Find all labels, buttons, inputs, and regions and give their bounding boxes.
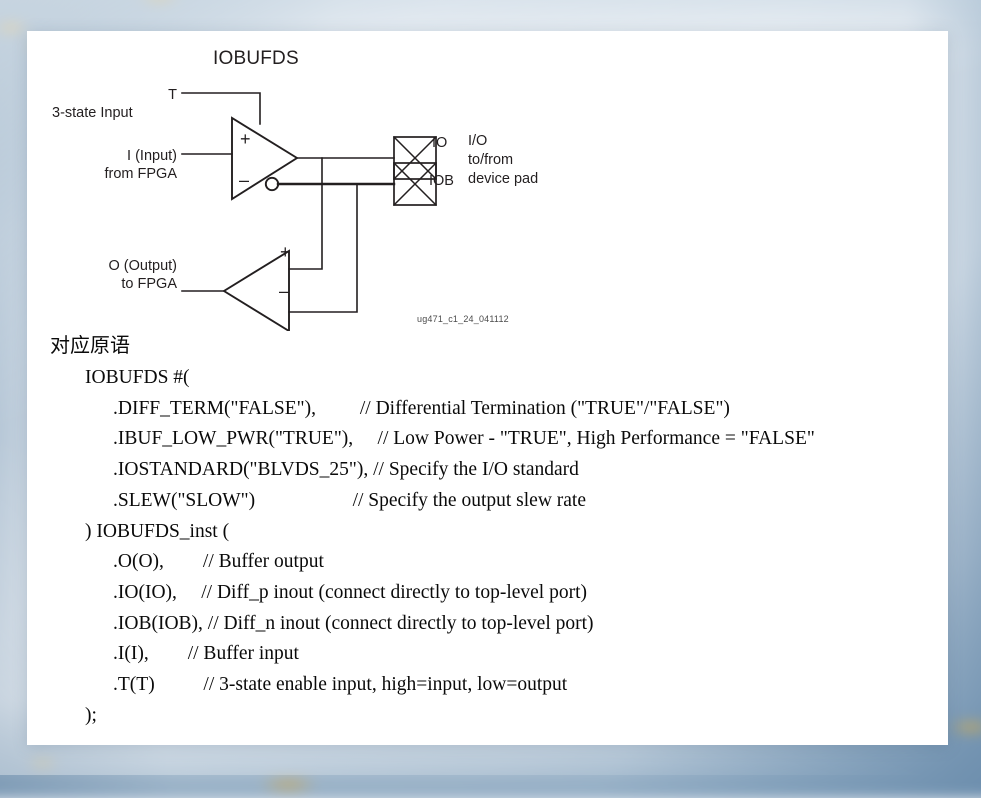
code-line: .IBUF_LOW_PWR("TRUE"), // Low Power - "T… [113, 428, 815, 450]
output-buffer-triangle [231, 116, 299, 201]
figure-label-i: I (Input) [127, 148, 177, 164]
figure-label-o-sub: to FPGA [121, 276, 177, 292]
figure-label-t-sub: 3-state Input [52, 105, 133, 121]
figure-caption-id: ug471_c1_24_041112 [417, 314, 509, 324]
figure-title: IOBUFDS [213, 48, 299, 69]
code-line: ); [85, 704, 97, 726]
figure-sign-minus-top: – [239, 170, 250, 190]
inverting-bubble [264, 176, 280, 192]
code-line: .IO(IO), // Diff_p inout (connect direct… [113, 581, 588, 603]
figure-label-i-sub: from FPGA [104, 166, 177, 182]
figure-sign-plus-top: + [240, 129, 251, 149]
code-line: IOBUFDS #( [85, 367, 190, 388]
figure-label-pad-note-3: device pad [468, 171, 539, 187]
code-line: .SLEW("SLOW") // Specify the output slew… [113, 489, 586, 511]
wire-iob-feedback-to-inbuf-minus [288, 183, 358, 313]
figure-label-pad-note-2: to/from [468, 152, 514, 168]
iobufds-figure: IOBUFDS T 3-state Input I (Input) from F… [27, 31, 948, 331]
figure-label-pad-note-1: I/O [468, 133, 488, 149]
input-buffer-triangle [222, 249, 290, 331]
code-line: .I(I), // Buffer input [113, 643, 299, 665]
verilog-code-block: IOBUFDS #( .DIFF_TERM("FALSE"), // Differ… [27, 363, 948, 731]
code-line: .O(O), // Buffer output [113, 551, 324, 573]
figure-label-t: T [168, 87, 177, 103]
figure-sign-minus-bottom: – [279, 281, 290, 301]
code-line: .IOB(IOB), // Diff_n inout (connect dire… [113, 612, 594, 634]
code-line: .T(T) // 3-state enable input, high=inpu… [113, 674, 568, 696]
wire-t-input [181, 92, 261, 125]
document-page: IOBUFDS T 3-state Input I (Input) from F… [27, 31, 948, 745]
schematic-drawing [181, 92, 438, 331]
code-line: ) IOBUFDS_inst ( [85, 520, 230, 542]
code-line: .DIFF_TERM("FALSE"), // Differential Ter… [113, 397, 730, 419]
figure-sign-plus-bottom: + [280, 242, 291, 262]
section-heading: 对应原语 [50, 333, 130, 357]
iob-pad-symbol [392, 161, 438, 207]
wire-io-feedback-to-inbuf-plus [288, 157, 323, 270]
document-body: 对应原语 IOBUFDS #( .DIFF_TERM("FALSE"), // D… [27, 331, 948, 731]
code-line: .IOSTANDARD("BLVDS_25"), // Specify the … [113, 459, 579, 481]
figure-label-o: O (Output) [108, 258, 178, 274]
io-pad-symbol [392, 135, 438, 181]
